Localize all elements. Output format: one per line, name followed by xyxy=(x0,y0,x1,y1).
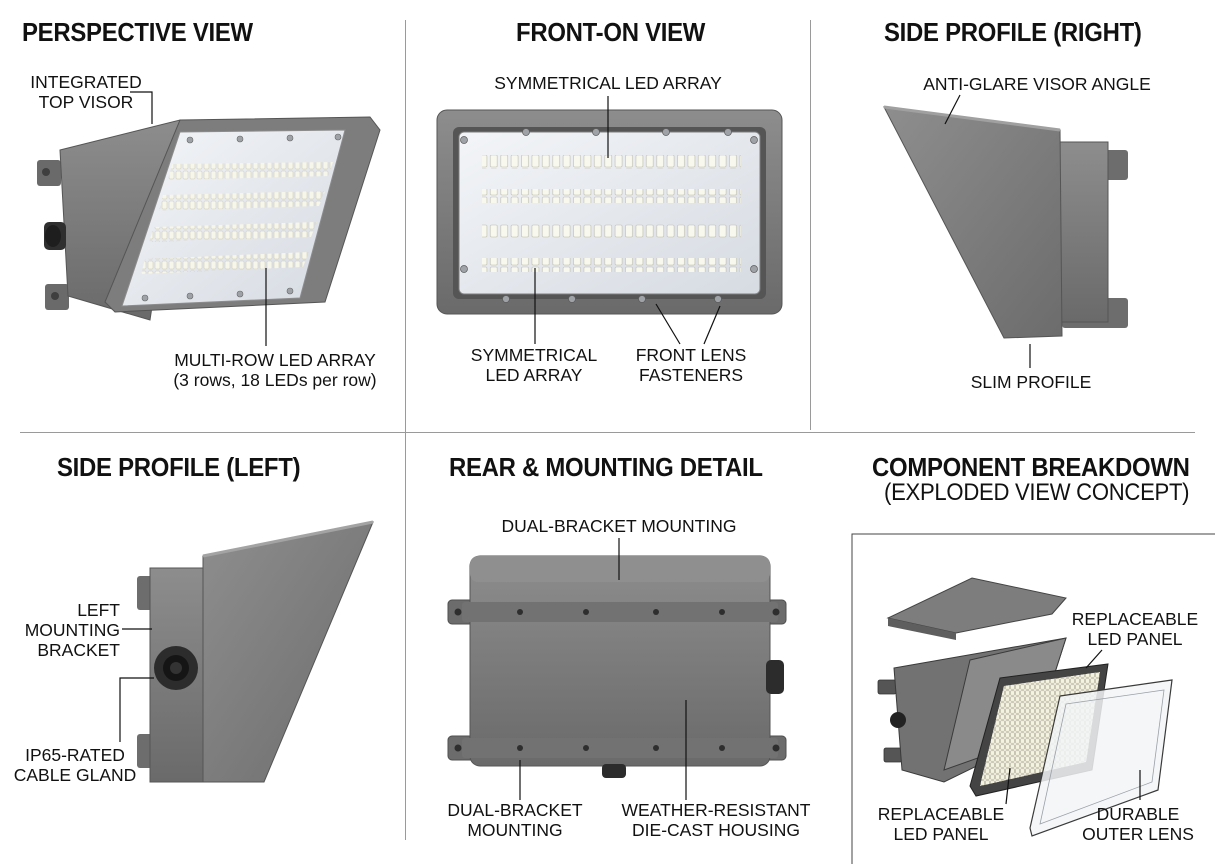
label-durable-outer-lens: DURABLE OUTER LENS xyxy=(1082,804,1194,844)
front-fixture xyxy=(436,96,783,345)
label-symmetrical-led-array-bottom: SYMMETRICAL LED ARRAY xyxy=(470,345,598,385)
perspective-view-title: PERSPECTIVE VIEW xyxy=(22,17,253,47)
label-slim-profile: SLIM PROFILE xyxy=(970,372,1092,392)
front-led-rows xyxy=(482,155,741,272)
perspective-led-rows xyxy=(141,162,333,274)
label-dual-bracket-mounting-bottom: DUAL-BRACKET MOUNTING xyxy=(447,800,583,840)
divider-vertical-left xyxy=(405,20,406,840)
breakdown-title-line1: COMPONENT BREAKDOWN xyxy=(872,452,1190,482)
rear-title: REAR & MOUNTING DETAIL xyxy=(449,452,763,482)
side-left-fixture xyxy=(119,520,374,783)
side-left-title: SIDE PROFILE (LEFT) xyxy=(57,452,301,482)
label-integrated-top-visor: INTEGRATED TOP VISOR xyxy=(30,72,142,112)
label-replaceable-led-panel-top: REPLACEABLE LED PANEL xyxy=(1071,609,1199,649)
breakdown-exploded-parts xyxy=(877,577,1173,837)
divider-horizontal xyxy=(20,432,1195,433)
label-anti-glare-visor-angle: ANTI-GLARE VISOR ANGLE xyxy=(923,74,1151,94)
side-right-fixture xyxy=(883,94,1128,368)
label-dual-bracket-mounting-top: DUAL-BRACKET MOUNTING xyxy=(501,516,737,536)
front-view-title: FRONT-ON VIEW xyxy=(516,17,706,47)
side-right-title: SIDE PROFILE (RIGHT) xyxy=(884,17,1142,47)
label-front-lens-fasteners: FRONT LENS FASTENERS xyxy=(635,345,747,385)
breakdown-frame xyxy=(851,533,1215,864)
divider-vertical-right xyxy=(810,20,811,430)
label-symmetrical-led-array-top: SYMMETRICAL LED ARRAY xyxy=(494,73,722,93)
perspective-fixture xyxy=(37,91,381,346)
label-left-mounting-bracket: LEFT MOUNTING BRACKET xyxy=(24,600,120,660)
label-ip65-cable-gland: IP65-RATED CABLE GLAND xyxy=(13,745,137,785)
breakdown-title-line2: (EXPLODED VIEW CONCEPT) xyxy=(884,479,1190,506)
rear-fixture xyxy=(447,538,787,800)
label-replaceable-led-panel-bottom: REPLACEABLE LED PANEL xyxy=(877,804,1005,844)
label-multi-row-led-array: MULTI-ROW LED ARRAY (3 rows, 18 LEDs per… xyxy=(173,350,377,390)
label-weather-resistant-housing: WEATHER-RESISTANT DIE-CAST HOUSING xyxy=(621,800,811,840)
